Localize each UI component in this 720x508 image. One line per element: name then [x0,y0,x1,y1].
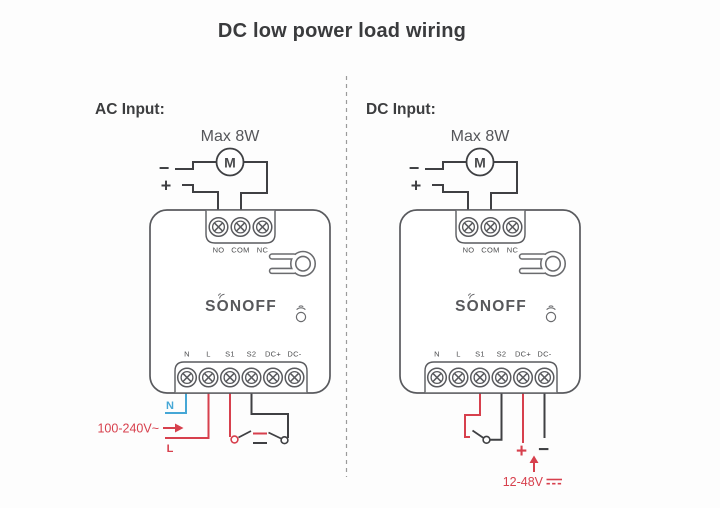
external-switch [471,429,491,444]
screw-terminal [469,367,491,388]
screw-terminal [176,367,198,388]
screw-terminal [208,216,229,238]
dc-input-heading: DC Input: [366,101,436,118]
switch-contact-red [230,435,239,444]
screw-terminal [252,216,273,238]
bottom-terminal-label: S2 [497,350,507,359]
ac-supply-label: 100-240V~ [97,422,159,436]
top-terminal-label: NO [463,246,475,255]
bottom-terminal-label: L [456,350,460,359]
switch-lever-dark [268,431,282,440]
page-title: DC low power load wiring [217,20,467,42]
max-power-label: Max 8W [451,128,511,145]
bottom-terminal-label: S1 [225,350,235,359]
switch-lever-dark [471,429,485,439]
switch-lever-red [238,430,252,439]
dc-plus-sign: + [516,441,527,462]
top-terminal-label: NC [507,246,519,255]
ac-input-heading: AC Input: [95,101,165,118]
switch-contact-dark [280,436,289,445]
motor-plus-wire [182,184,219,212]
s2-wire [250,393,289,438]
dc-supply-label: 12-48V [503,475,544,489]
bottom-terminal-label: S1 [475,350,485,359]
motor-label: M [224,154,236,170]
device: NO COM NC SONOFF N L S1 S2 DC+ DC- [399,209,581,394]
switch-contact-dark [482,435,491,444]
screw-terminal [198,367,219,388]
s1-wire [464,393,481,438]
dc-supply-arrow-icon [529,455,539,472]
max-power-label: Max 8W [201,128,261,145]
line-label: L [167,443,174,455]
brand-logo: SONOFF [205,298,277,315]
top-terminal-label: COM [231,246,249,255]
external-switch [230,430,289,445]
motor-symbol [465,147,495,177]
dc-symbol-icon [546,478,562,485]
top-terminal-label: NC [257,246,269,255]
bottom-terminal-label: L [206,350,210,359]
ac-panel: M Max 8W − + N L 100-240V~ [97,128,331,455]
minus-sign: − [159,158,170,178]
screw-terminal [512,367,534,388]
brand-logo: SONOFF [455,298,527,315]
bottom-terminal-label: DC- [287,350,301,359]
bottom-terminal-label: DC+ [265,350,281,359]
bottom-terminal-label: N [434,350,440,359]
screw-terminal [458,216,479,238]
dc-panel: M Max 8W − + + − 12-48V [399,128,581,489]
screw-terminal [219,367,241,388]
motor-minus-wire [175,161,268,212]
screw-terminal [480,216,501,238]
screw-terminal [284,367,305,388]
bottom-terminal-label: N [184,350,190,359]
supply-arrow-icon [163,423,184,433]
motor-symbol [215,147,245,177]
screw-terminal [448,367,469,388]
live-wire [165,393,210,439]
screw-terminal [502,216,523,238]
screw-terminal [534,367,555,388]
minus-sign: − [409,158,420,178]
motor-plus-wire [432,184,469,212]
top-terminal-label: NO [213,246,225,255]
s2-wire [490,393,503,441]
screw-terminal [241,367,262,388]
bottom-terminal-label: DC- [537,350,551,359]
plus-sign: + [411,176,422,196]
plus-sign: + [161,176,172,196]
device: NO COM NC SONOFF N L S1 S2 DC+ DC- [149,209,331,394]
screw-terminal [262,367,284,388]
dc-minus-sign: − [538,440,549,461]
neutral-wire [165,393,187,414]
bottom-terminal-label: S2 [247,350,257,359]
bottom-terminal-label: DC+ [515,350,531,359]
screw-terminal [230,216,251,238]
neutral-label: N [166,400,174,412]
top-terminal-label: COM [481,246,499,255]
motor-minus-wire [425,161,518,212]
screw-terminal [426,367,448,388]
screw-terminal [491,367,512,388]
motor-label: M [474,154,486,170]
